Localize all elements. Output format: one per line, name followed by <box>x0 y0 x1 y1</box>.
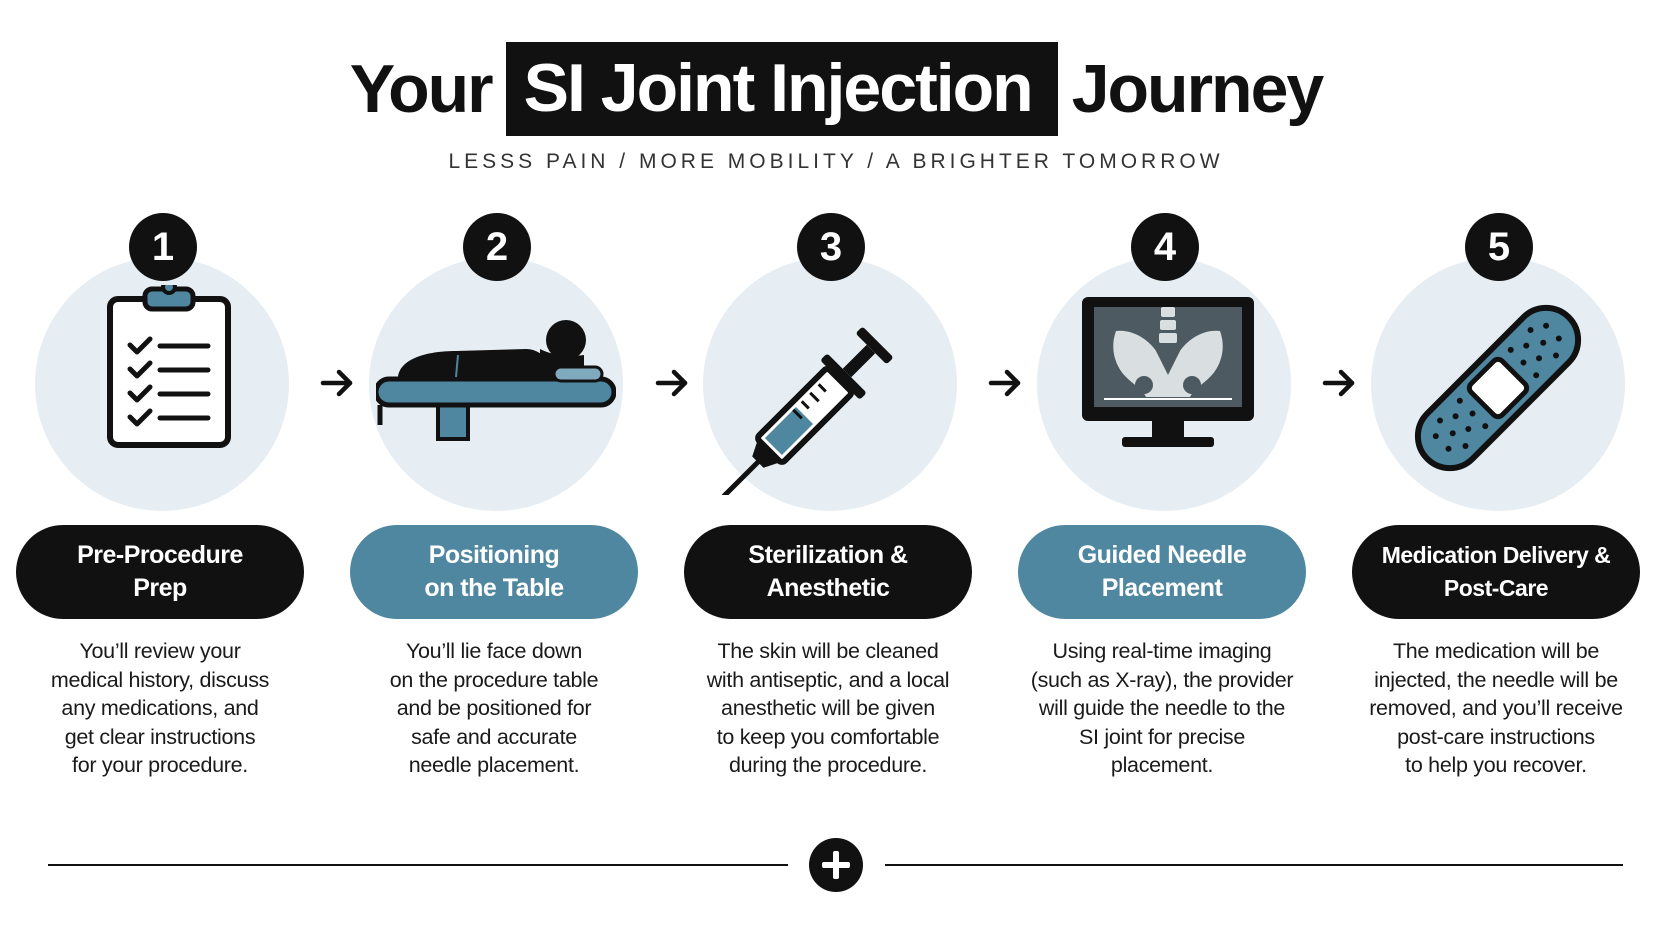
clipboard-checklist-icon <box>107 285 231 448</box>
syringe-icon <box>721 327 893 495</box>
desc-line: post-care instructions <box>1397 724 1595 749</box>
desc-line: needle placement. <box>408 753 580 777</box>
desc-line: to help you recover. <box>1405 753 1587 777</box>
step-description: Using real-time imaging (such as X-ray),… <box>1018 637 1306 780</box>
xray-monitor-icon <box>1082 297 1254 447</box>
step-description: The skin will be cleaned with antiseptic… <box>684 637 972 780</box>
plus-icon <box>809 838 863 892</box>
desc-line: SI joint for precise <box>1078 724 1246 749</box>
step-number: 1 <box>129 213 197 281</box>
title-after: Journey <box>1071 51 1325 127</box>
step-2: 2 Positioning on the Table You’ll lie fac… <box>350 205 650 785</box>
step-number: 5 <box>1465 213 1533 281</box>
step-label: Positioning on the Table <box>350 525 638 619</box>
step-description: You’ll lie face down on the procedure ta… <box>350 637 638 780</box>
footer-divider-right <box>885 864 1623 866</box>
arrow-right-icon <box>1322 369 1355 397</box>
desc-line: placement. <box>1110 753 1214 777</box>
step-5: 5 Medication Delivery & Post-Care The med… <box>1352 205 1652 785</box>
title-before: Your <box>349 51 494 127</box>
desc-line: will guide the needle to the <box>1038 696 1286 720</box>
desc-line: during the procedure. <box>728 753 928 777</box>
desc-line: removed, and you’ll receive <box>1369 696 1623 720</box>
step-label: Sterilization & Anesthetic <box>684 525 972 619</box>
step-label-line1: Pre-Procedure <box>77 541 243 569</box>
step-label-line2: on the Table <box>424 574 564 602</box>
patient-on-table-icon <box>376 320 616 441</box>
step-label-line1: Guided Needle <box>1077 541 1247 569</box>
page-title: Your SI Joint Injection Journey <box>0 42 1672 136</box>
desc-line: on the procedure table <box>389 667 599 692</box>
step-label-line1: Positioning <box>428 541 560 569</box>
step-label-line2: Prep <box>133 574 187 602</box>
desc-line: injected, the needle will be <box>1374 667 1618 692</box>
desc-line: and be positioned for <box>396 696 592 720</box>
step-label-line1: Medication Delivery & <box>1381 542 1611 568</box>
step-label: Medication Delivery & Post-Care <box>1352 525 1640 619</box>
desc-line: (such as X-ray), the provider <box>1030 667 1294 692</box>
desc-line: with antiseptic, and a local <box>706 667 950 692</box>
step-label-line1: Sterilization & <box>748 541 908 569</box>
desc-line: Using real-time imaging <box>1052 639 1272 663</box>
arrow-right-icon <box>655 369 688 397</box>
desc-line: You’ll lie face down <box>405 639 583 663</box>
desc-line: You’ll review your <box>79 639 241 663</box>
arrow-right-icon <box>320 369 353 397</box>
step-label-line2: Anesthetic <box>766 574 890 602</box>
step-label-line2: Placement <box>1101 574 1223 602</box>
desc-line: medical history, discuss <box>50 667 270 692</box>
step-number: 2 <box>463 213 531 281</box>
desc-line: to keep you comfortable <box>716 724 940 749</box>
subtitle: LESSS PAIN / MORE MOBILITY / A BRIGHTER … <box>448 150 1224 173</box>
desc-line: for your procedure. <box>72 753 248 777</box>
title-highlight: SI Joint Injection <box>505 42 1058 136</box>
step-number: 3 <box>797 213 865 281</box>
step-label-line2: Post-Care <box>1443 575 1549 601</box>
step-description: The medication will be injected, the nee… <box>1352 637 1640 780</box>
desc-line: get clear instructions <box>64 724 256 749</box>
desc-line: any medications, and <box>61 696 259 720</box>
arrow-right-icon <box>988 369 1021 397</box>
bandage-icon <box>1414 304 1582 472</box>
desc-line: The medication will be <box>1392 639 1600 663</box>
desc-line: safe and accurate <box>411 724 577 749</box>
step-description: You’ll review your medical history, disc… <box>16 637 304 780</box>
step-number: 4 <box>1131 213 1199 281</box>
desc-line: anesthetic will be given <box>721 696 935 720</box>
desc-line: The skin will be cleaned <box>717 639 939 663</box>
footer-divider-left <box>48 864 788 866</box>
step-3: 3 Sterilization & Anesthetic The skin wil… <box>684 205 984 785</box>
